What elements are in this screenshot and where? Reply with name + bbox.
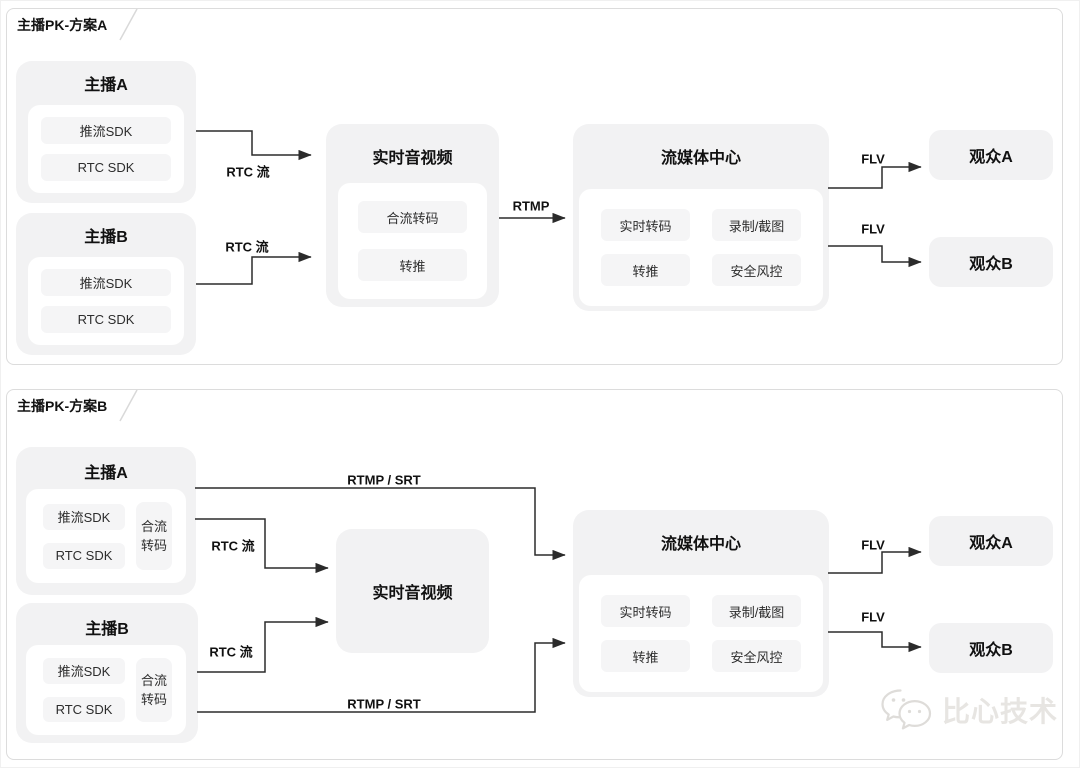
edge-label-rtmp: RTMP [512,198,550,214]
push-sdk-pill: 推流SDK [43,658,125,684]
push-sdk-pill: 推流SDK [41,269,171,296]
record-snapshot-pill: 录制/截图 [712,209,801,241]
mix-transcode-side-pill: 合流转码 [136,502,172,570]
anchor-b-sdk-group: 推流SDK RTC SDK 合流转码 [26,645,186,735]
rtc-sdk-pill: RTC SDK [43,542,125,569]
live-transcode-pill: 实时转码 [601,209,690,241]
edge-label-rtmp-srt-top: RTMP / SRT [347,472,421,488]
anchor-b-box: 主播B 推流SDK RTC SDK 合流转码 [16,603,198,743]
rtc-center-box: 实时音视频 合流转码 转推 [326,124,499,307]
edge-label-flv-b: FLV [861,221,885,237]
tab-label-scheme-a: 主播PK-方案A [17,17,108,33]
watermark-text: 比心技术 [942,695,1059,727]
push-sdk-pill: 推流SDK [41,117,171,144]
media-center-title: 流媒体中心 [660,536,741,553]
media-center-group: 实时转码 录制/截图 转推 安全风控 [579,575,823,692]
security-risk-pill: 安全风控 [712,640,801,672]
live-transcode-pill: 实时转码 [601,595,690,627]
security-risk-pill: 安全风控 [712,254,801,286]
media-center-title: 流媒体中心 [660,150,741,167]
rtc-sdk-pill: RTC SDK [41,154,171,181]
relay-push-pill: 转推 [358,249,467,281]
viewer-b-box: 观众B [929,623,1053,673]
sdk-column: 推流SDK RTC SDK [43,502,125,570]
tab-slant-line-b [119,389,138,422]
push-sdk-pill: 推流SDK [43,503,125,530]
media-center-box: 流媒体中心 实时转码 录制/截图 转推 安全风控 [573,510,829,697]
edge-label-rtc-stream-a: RTC 流 [211,538,255,554]
edge-label-rtc-stream-b: RTC 流 [225,239,269,255]
media-center-box: 流媒体中心 实时转码 录制/截图 转推 安全风控 [573,124,829,311]
rtc-sdk-pill: RTC SDK [41,306,171,333]
viewer-a-box: 观众A [929,130,1053,180]
edge-label-flv-a: FLV [861,537,885,553]
anchor-a-box: 主播A 推流SDK RTC SDK 合流转码 [16,447,196,595]
panel-scheme-b: 主播PK-方案B 主播A 推流SDK RTC SDK 合流转码 主播B 推流SD… [6,389,1063,760]
rtc-center-title: 实时音视频 [372,150,453,167]
edge-label-rtc-stream-a: RTC 流 [226,164,270,180]
edge-label-flv-b: FLV [861,609,885,625]
tab-label-scheme-b: 主播PK-方案B [17,398,108,414]
anchor-a-sdk-group: 推流SDK RTC SDK [28,105,184,193]
edge-label-flv-a: FLV [861,151,885,167]
relay-push-pill: 转推 [601,254,690,286]
anchor-a-title: 主播A [84,77,128,94]
anchor-a-title: 主播A [84,465,128,482]
anchor-b-title: 主播B [84,229,128,246]
anchor-a-sdk-group: 推流SDK RTC SDK 合流转码 [26,489,186,583]
mix-transcode-pill: 合流转码 [358,201,467,233]
record-snapshot-pill: 录制/截图 [712,595,801,627]
rtc-sdk-pill: RTC SDK [43,696,125,722]
viewer-a-box: 观众A [929,516,1053,566]
relay-push-pill: 转推 [601,640,690,672]
anchor-b-sdk-group: 推流SDK RTC SDK [28,257,184,345]
rtc-center-box: 实时音视频 [336,529,489,653]
rtc-center-group: 合流转码 转推 [338,183,487,299]
watermark: 比心技术 [879,686,1058,733]
edge-label-rtmp-srt-bottom: RTMP / SRT [347,696,421,712]
wechat-logo-icon [881,689,932,730]
mix-transcode-side-pill: 合流转码 [136,658,172,722]
edge-label-rtc-stream-b: RTC 流 [209,644,253,660]
panel-scheme-a: 主播PK-方案A 主播A 推流SDK RTC SDK 主播B 推流SDK RTC… [6,8,1063,365]
rtc-center-title: 实时音视频 [372,585,453,602]
sdk-column: 推流SDK RTC SDK [43,658,125,722]
media-center-group: 实时转码 录制/截图 转推 安全风控 [579,189,823,306]
anchor-b-box: 主播B 推流SDK RTC SDK [16,213,196,355]
tab-slant-line-a [119,8,138,41]
anchor-a-box: 主播A 推流SDK RTC SDK [16,61,196,203]
viewer-b-box: 观众B [929,237,1053,287]
anchor-b-title: 主播B [85,621,129,638]
